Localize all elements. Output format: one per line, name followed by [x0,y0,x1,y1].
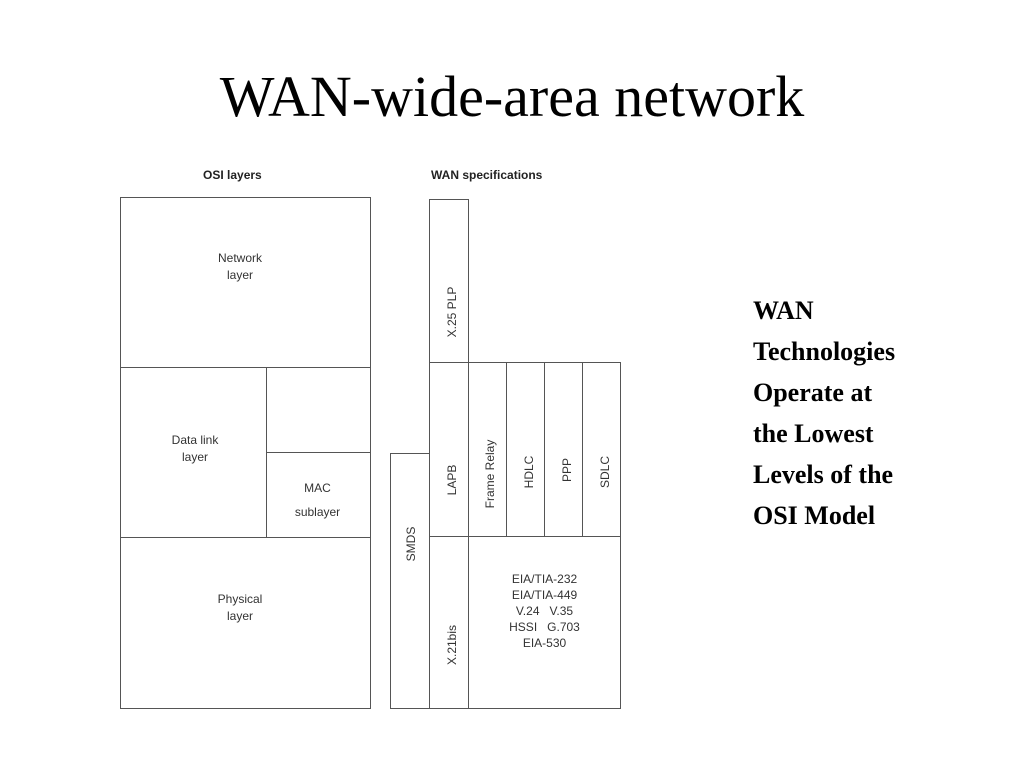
sdlc-box [582,362,621,537]
ppp-box [544,362,583,537]
lapb-box [429,362,469,537]
physical-layer-box [120,537,371,709]
hdlc-box [506,362,545,537]
x25-plp-box [429,199,469,363]
physical-specs-box [468,536,621,709]
data-link-layer-label: Data link layer [171,433,219,464]
physical-specs-label: EIA/TIA-232 EIA/TIA-449 V.24 V.35 HSSI G… [509,572,580,650]
wan-specifications-header: WAN specifications [431,168,543,182]
data-link-layer-box [120,367,267,538]
side-text: WAN Technologies Operate at the Lowest L… [753,296,896,530]
mac-sublayer-label: MAC sublayer [294,481,341,519]
osi-layers-header: OSI layers [203,168,262,182]
smds-box [390,453,430,709]
frame-relay-box [468,362,507,537]
physical-layer-label: Physical layer [217,592,263,623]
network-layer-box [120,197,371,368]
slide-title: WAN-wide-area network [219,64,805,129]
network-layer-label: Network layer [217,251,262,282]
x21bis-box [429,536,469,709]
llc-sublayer-box [266,367,371,453]
